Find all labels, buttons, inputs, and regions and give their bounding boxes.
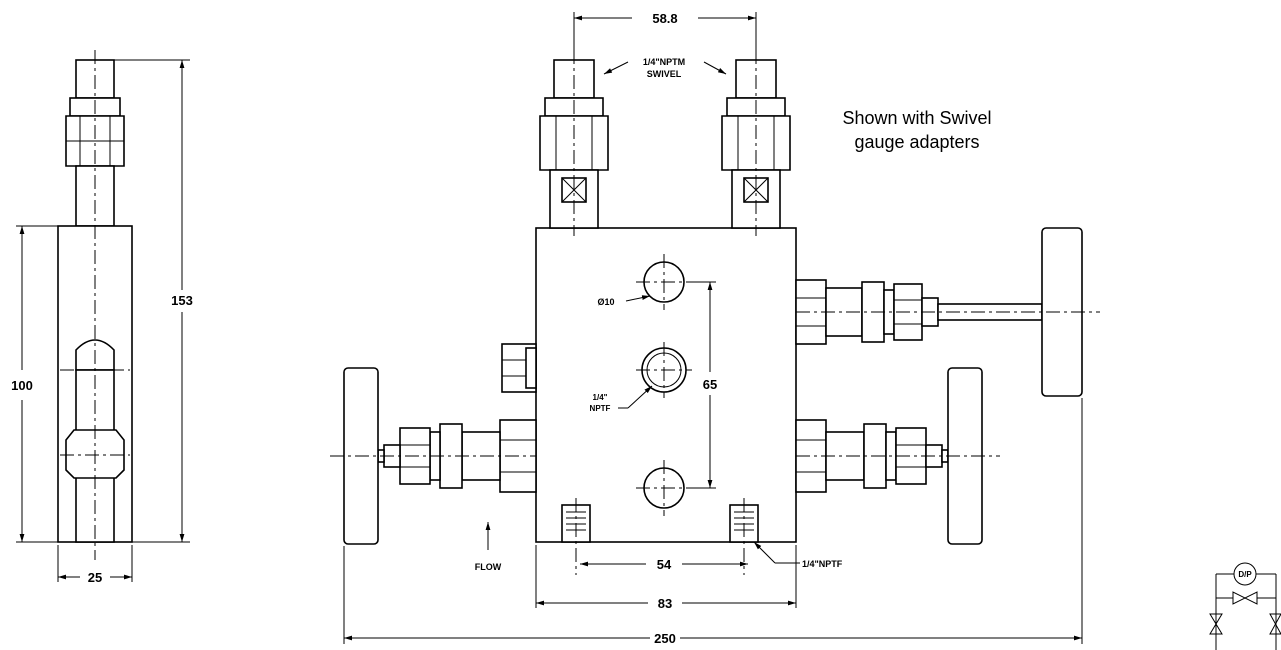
flow-arrow: FLOW (475, 522, 502, 572)
equalizing-valve (795, 227, 1100, 397)
center-port (636, 342, 692, 398)
center-port-size-label: 1/4" (593, 393, 608, 402)
outlet-spacing-dimension: 58.8 (573, 11, 757, 58)
hole-diameter-callout: Ø10 (597, 295, 651, 307)
left-valve-symbol (1209, 613, 1223, 635)
dim-25: 25 (88, 570, 102, 585)
bottom-port-callout: 1/4"NPTF (753, 541, 843, 569)
dim-83: 83 (658, 596, 672, 611)
dp-label: D/P (1238, 570, 1252, 579)
left-isolation-valve (330, 367, 537, 545)
dim-58-8: 58.8 (652, 11, 677, 26)
front-view: FLOW (330, 50, 1100, 575)
body-width-dimension: 83 (535, 545, 797, 611)
equalizing-valve-symbol (1232, 591, 1258, 605)
mounting-hole-top (636, 254, 692, 310)
hole-diameter-label: Ø10 (597, 297, 614, 307)
right-gauge-adapter (721, 50, 791, 236)
dim-250: 250 (654, 631, 676, 646)
mounting-hole-bottom (636, 460, 692, 516)
bottom-port-label: 1/4"NPTF (802, 559, 843, 569)
dim-153: 153 (171, 293, 193, 308)
dim-54: 54 (657, 557, 672, 572)
schematic-symbol: D/P (1209, 562, 1281, 650)
side-height-dimension: 100 (11, 225, 58, 543)
center-port-thread-label: NPTF (590, 404, 611, 413)
flow-label: FLOW (475, 562, 502, 572)
side-width-dimension: 25 (57, 545, 133, 585)
bottom-port-right (729, 498, 759, 575)
dim-65: 65 (703, 377, 717, 392)
note: Shown with Swivel gauge adapters (842, 108, 991, 152)
hole-spacing-dimension: 65 (686, 281, 717, 489)
swivel-thread-label: 1/4"NPTM (643, 57, 685, 67)
right-valve-symbol (1269, 613, 1281, 635)
dim-100: 100 (11, 378, 33, 393)
swivel-callout: 1/4"NPTM SWIVEL (603, 57, 727, 79)
side-view (57, 50, 133, 560)
port-spacing-dimension: 54 (580, 557, 748, 572)
note-line-1: Shown with Swivel (842, 108, 991, 128)
overall-height-dimension: 153 (114, 59, 193, 543)
center-port-callout: 1/4" NPTF (590, 385, 653, 413)
vent-plug (501, 343, 537, 393)
swivel-label: SWIVEL (647, 69, 682, 79)
bottom-port-left (561, 498, 591, 575)
overall-width-dimension: 250 (343, 398, 1083, 646)
left-gauge-adapter (539, 50, 609, 236)
note-line-2: gauge adapters (854, 132, 979, 152)
right-isolation-valve (795, 367, 1000, 545)
